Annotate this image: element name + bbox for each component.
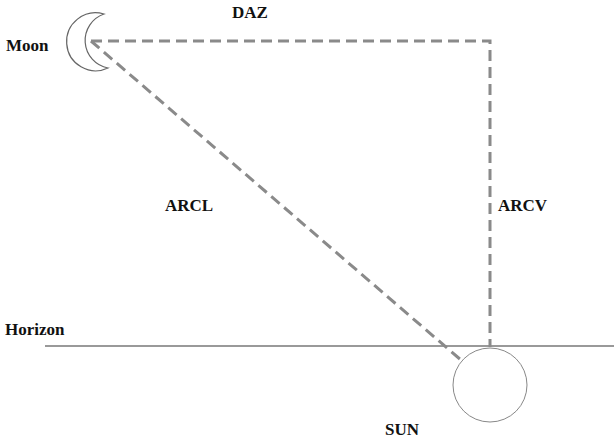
node-text: Moon: [6, 37, 49, 55]
right-angle-line: [91, 41, 490, 347]
horizon-line: [45, 345, 614, 347]
node-text: SUN: [385, 421, 419, 439]
circle-path: [453, 348, 527, 422]
moon-crescent: Moon: [6, 10, 118, 72]
arc-label: ARCV: [498, 197, 547, 215]
distance-label: DAZ: [232, 4, 268, 22]
edge-label: ARCL: [165, 197, 213, 215]
sun-circle: SUN: [375, 346, 530, 441]
sight-line: [91, 41, 461, 360]
sun-circle-outline: [452, 347, 528, 423]
horizon-label: Horizon: [5, 321, 65, 339]
moon-crescent-outline: [64, 10, 118, 72]
crescent-path: [67, 13, 108, 71]
